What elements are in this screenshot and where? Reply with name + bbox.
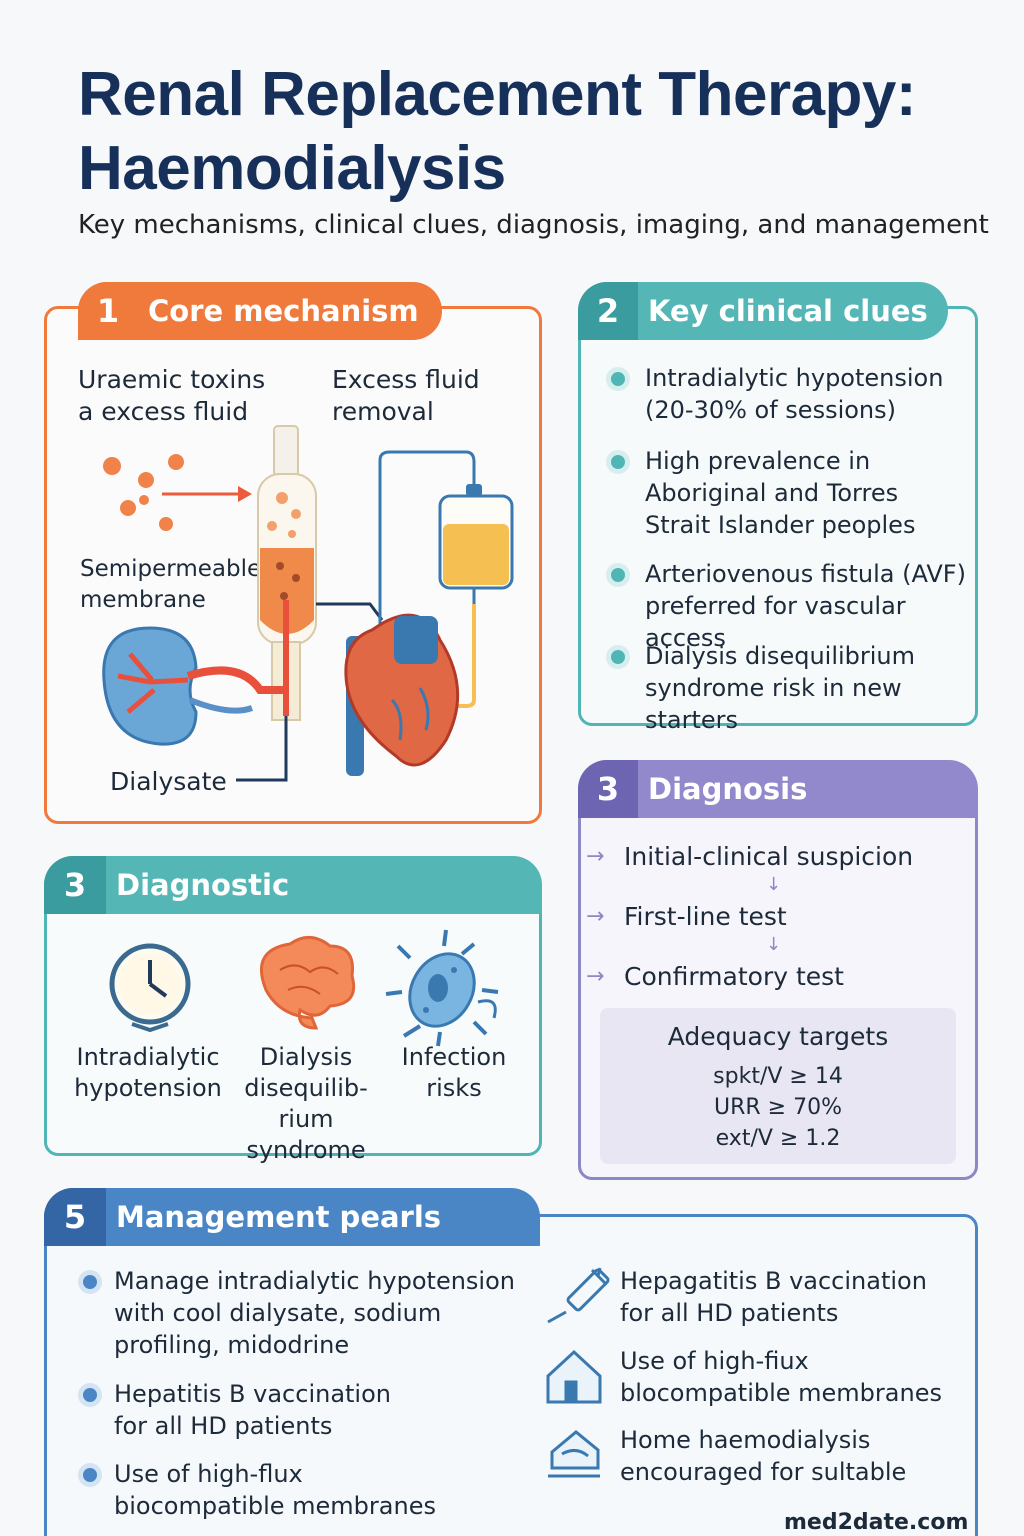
section-number: 2 (578, 282, 638, 340)
clinical-clues-panel (578, 306, 978, 726)
bullet-icon (78, 1383, 102, 1407)
list-item: Intradialytic hypotension (20-30% of ses… (645, 364, 944, 424)
list-item: High prevalence in Aboriginal and Torres… (645, 447, 916, 539)
adequacy-title: Adequacy targets (667, 1022, 889, 1051)
diagnostic-item: Dialysis disequilib- rium syndrome (244, 1043, 368, 1164)
arrow-right-icon: → (586, 964, 605, 989)
diagnosis-step: First-line test (624, 902, 787, 931)
arrow-down-icon: ↓ (766, 874, 782, 895)
bullet-icon (606, 563, 630, 587)
management-panel (44, 1214, 978, 1536)
list-item: Arteriovenous fistula (AVF) preferred fo… (645, 560, 966, 652)
list-item: Use of high-fiux blocompatible membranes (620, 1347, 942, 1407)
core-mechanism-header: 1 Core mechanism (78, 282, 442, 340)
fluid-bag-icon (438, 484, 514, 708)
house-icon (546, 1349, 602, 1404)
dialyser-icon (257, 425, 317, 721)
adequacy-value: URR ≥ 70% (714, 1095, 842, 1120)
section-number: 3 (44, 856, 106, 914)
syringe-icon (547, 1267, 610, 1324)
heart-icon (344, 613, 460, 776)
list-item: Hepatitis B vaccination for all HD patie… (114, 1380, 391, 1440)
management-header: 5 Management pearls (44, 1188, 540, 1246)
clinical-clues-header: 2 Key clinical clues (578, 282, 948, 340)
page-title: Renal Replacement Therapy: Haemodialysis (78, 60, 917, 203)
membrane-label: Semipermeable membrane (80, 556, 262, 613)
diagnosis-step: Initial-clinical suspicion (624, 842, 914, 871)
list-item: Use of high-flux biocompatible membranes (114, 1460, 436, 1520)
bullet-icon (78, 1270, 102, 1294)
list-item: Manage intradialytic hypotension with co… (114, 1267, 515, 1359)
toxins-label: Uraemic toxins a excess fluid (78, 365, 266, 426)
site-watermark: med2date.com (784, 1510, 969, 1535)
arrow-right-icon: → (586, 844, 605, 869)
diagnosis-step: Confirmatory test (624, 962, 844, 991)
list-item: Hepagatitis B vaccination for all HD pat… (620, 1267, 927, 1327)
toxin-particles-icon (103, 454, 184, 531)
bullet-icon (606, 367, 630, 391)
arrow-right-icon: → (586, 904, 605, 929)
list-item: Dialysis disequilibrium syndrome risk in… (645, 642, 916, 734)
dialysate-label: Dialysate (110, 767, 227, 796)
page-subtitle: Key mechanisms, clinical clues, diagnosi… (78, 210, 989, 240)
section-title: Core mechanism (148, 294, 419, 328)
section-title: Diagnostic (116, 868, 290, 902)
section-number: 3 (578, 760, 638, 818)
diagnosis-header: 3 Diagnosis (578, 760, 978, 818)
bullet-icon (78, 1463, 102, 1487)
section-title: Key clinical clues (648, 294, 928, 328)
arrow-down-icon: ↓ (766, 934, 782, 955)
diagnostic-item: Infection risks (401, 1043, 507, 1102)
diagnostic-header: 3 Diagnostic (44, 856, 542, 914)
adequacy-value: spkt/V ≥ 14 (713, 1064, 843, 1089)
section-title: Management pearls (116, 1200, 442, 1234)
section-number: 5 (44, 1188, 106, 1246)
clock-icon (109, 943, 191, 1033)
arrow-right-icon (162, 486, 252, 502)
kidney-icon (102, 626, 286, 746)
section-title: Diagnosis (648, 772, 808, 806)
bullet-icon (606, 645, 630, 669)
section-number: 1 (78, 282, 138, 340)
list-item: Home haemodialysis encouraged for sultab… (620, 1426, 907, 1486)
fluid-removal-label: Excess fluid removal (332, 365, 480, 426)
brain-icon (260, 936, 356, 1030)
adequacy-value: ext/V ≥ 1.2 (715, 1126, 841, 1151)
adequacy-targets-box: Adequacy targets spkt/V ≥ 14 URR ≥ 70% e… (600, 1008, 956, 1164)
diagnostic-item: Intradialytic hypotension (74, 1043, 222, 1102)
bacteria-icon (385, 929, 499, 1047)
bullet-icon (606, 450, 630, 474)
home-dialysis-icon (548, 1430, 600, 1478)
